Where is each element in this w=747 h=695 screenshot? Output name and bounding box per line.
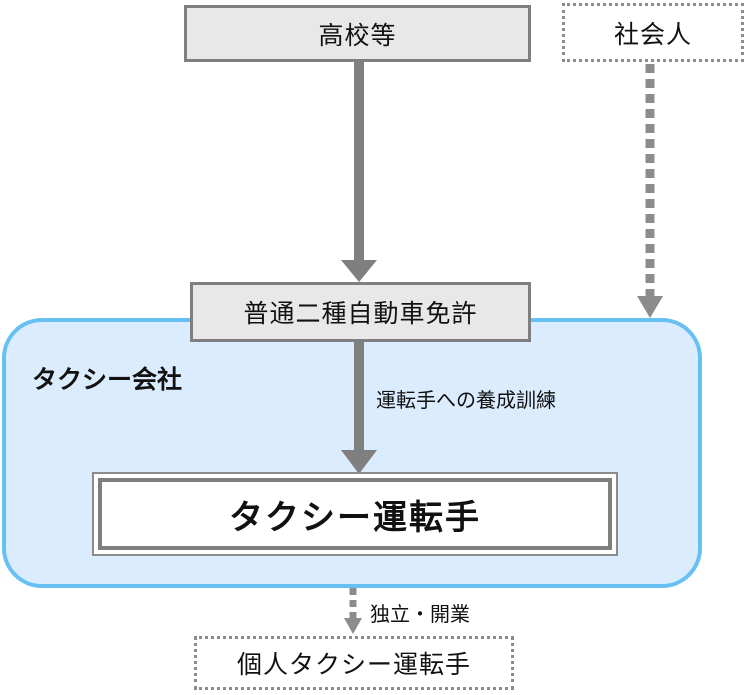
training-label: 運転手への養成訓練 (376, 388, 556, 412)
individual-driver-label: 個人タクシー運転手 (236, 650, 471, 679)
high-school-box: 高校等 (184, 5, 531, 62)
license-box: 普通二種自動車免許 (190, 282, 531, 342)
taxi-company-label: タクシー会社 (32, 365, 183, 394)
independence-label: 独立・開業 (370, 602, 470, 626)
arrow-highschool-to-license (341, 62, 377, 282)
taxi-driver-box: タクシー運転手 (92, 472, 618, 556)
arrow-adult-to-company (637, 64, 663, 318)
high-school-label: 高校等 (318, 20, 397, 50)
arrow-license-to-driver (341, 342, 377, 474)
individual-driver-box: 個人タクシー運転手 (194, 636, 514, 690)
taxi-driver-label: タクシー運転手 (229, 497, 481, 538)
arrow-company-to-individual (344, 588, 362, 634)
taxi-driver-inner: タクシー運転手 (98, 478, 612, 550)
license-label: 普通二種自動車免許 (243, 299, 478, 328)
working-adult-label: 社会人 (613, 19, 692, 49)
working-adult-box: 社会人 (562, 3, 744, 62)
